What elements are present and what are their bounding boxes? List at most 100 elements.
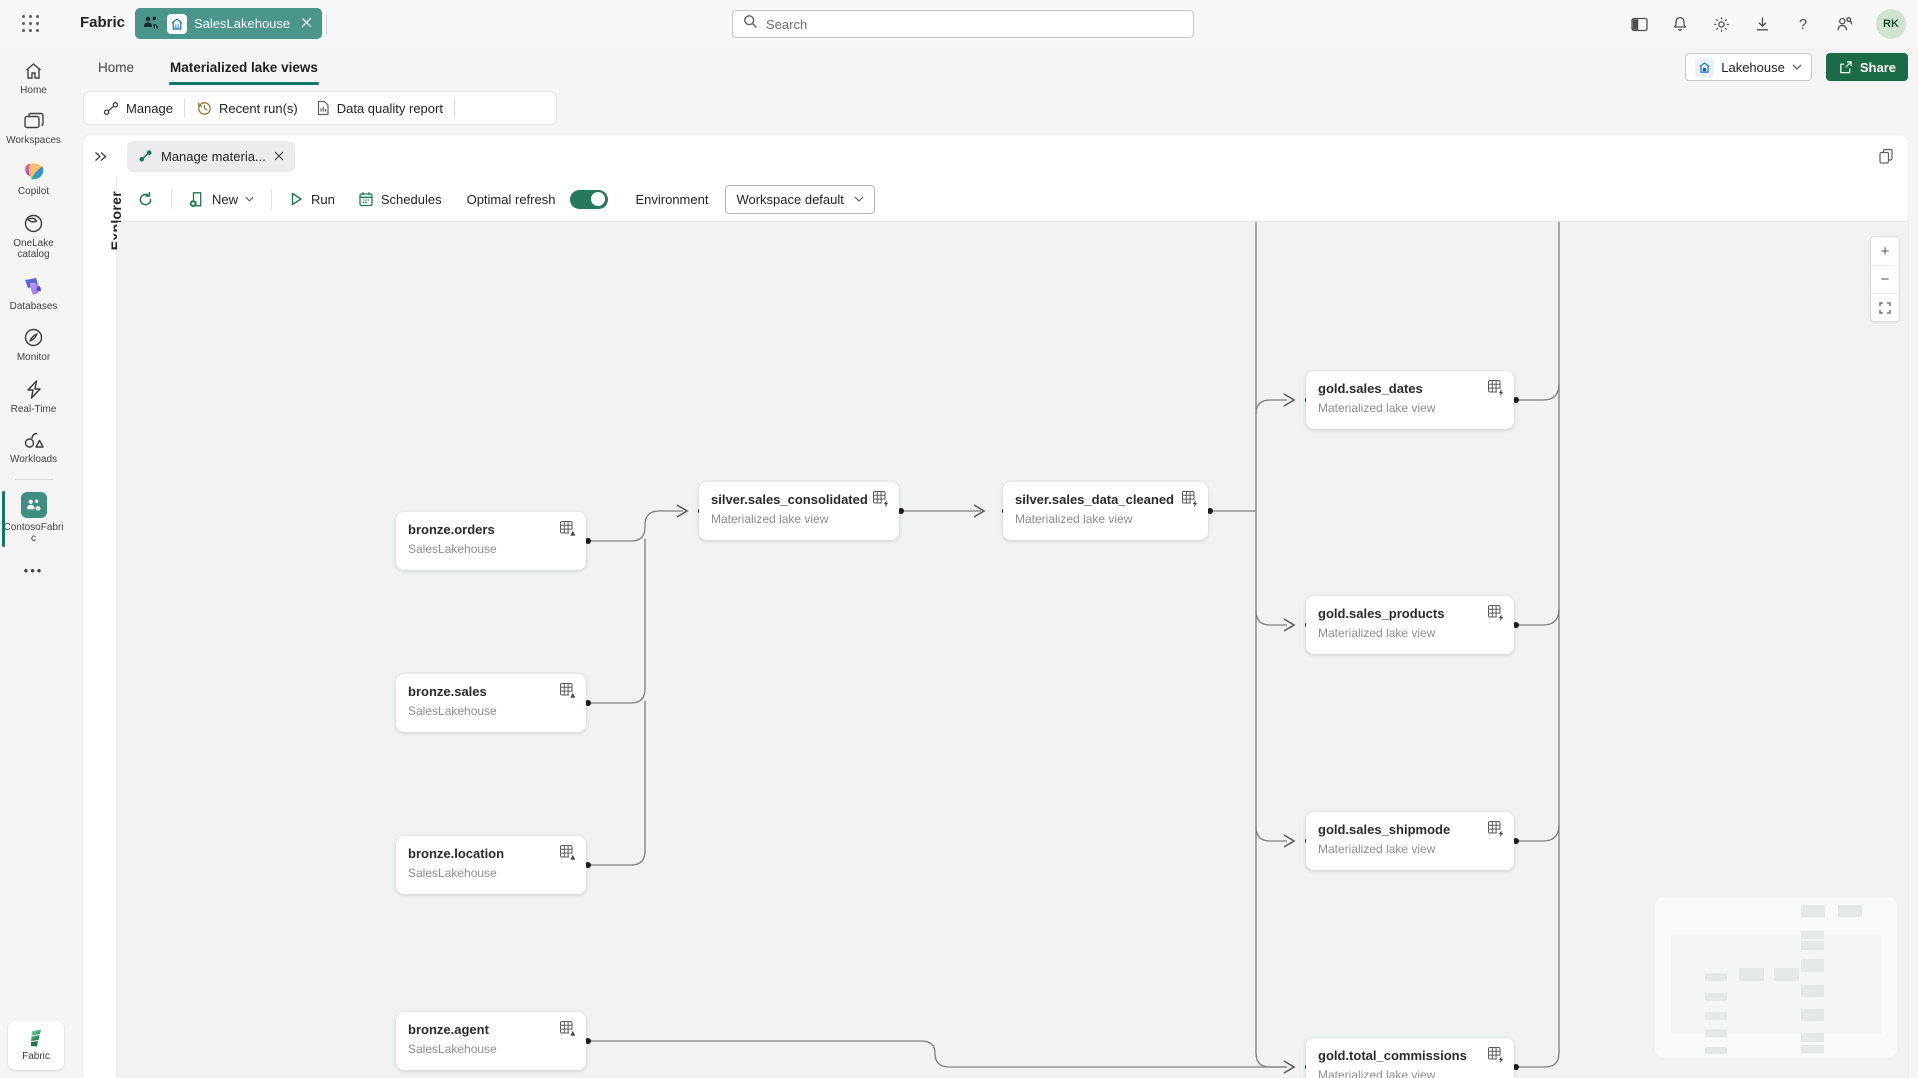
doc-tab-label: Manage materia... xyxy=(161,148,266,164)
play-icon xyxy=(291,192,302,206)
help-icon[interactable]: ? xyxy=(1798,15,1808,33)
lineage-node-gold-total-commissions[interactable]: gold.total_commissions Materialized lake… xyxy=(1306,1038,1514,1078)
explorer-collapsed-panel[interactable]: Explorer xyxy=(83,177,124,1078)
lineage-node-silver-sales-data-cleaned[interactable]: silver.sales_data_cleaned Materialized l… xyxy=(1003,482,1208,540)
lineage-icon xyxy=(139,150,152,162)
lineage-node-bronze-location[interactable]: bronze.location SalesLakehouse xyxy=(396,836,586,894)
sidebar-fabric-footer[interactable]: Fabric xyxy=(8,1020,64,1070)
sidebar-item-home[interactable]: Home xyxy=(0,54,67,105)
minimap-node-block xyxy=(1801,905,1825,917)
sidebar-item-workloads[interactable]: Workloads xyxy=(0,423,67,474)
global-search[interactable] xyxy=(732,10,1194,38)
tab-home[interactable]: Home xyxy=(98,59,135,75)
delta-table-icon xyxy=(559,682,577,705)
copilot-icon xyxy=(24,163,43,180)
new-button[interactable]: New xyxy=(189,191,254,208)
sidebar-item-monitor[interactable]: Monitor xyxy=(0,320,67,372)
fit-to-screen-button[interactable] xyxy=(1871,293,1899,321)
item-type-dropdown[interactable]: Lakehouse xyxy=(1685,53,1812,81)
minimap-node-block xyxy=(1801,1009,1824,1021)
workspace-tab-saleslakehouse[interactable]: 1 SalesLakehouse xyxy=(135,8,323,39)
minimap[interactable] xyxy=(1655,897,1897,1058)
document-tab-row: Manage materia... xyxy=(83,135,1908,177)
close-tab-icon[interactable] xyxy=(301,16,312,31)
materialized-view-icon xyxy=(1487,820,1505,843)
materialized-view-icon xyxy=(1487,379,1505,402)
lineage-node-bronze-orders[interactable]: bronze.orders SalesLakehouse xyxy=(396,512,586,570)
lineage-node-bronze-agent[interactable]: bronze.agent SalesLakehouse xyxy=(396,1012,586,1070)
top-bar: Fabric 1 SalesLakehouse xyxy=(0,0,1918,48)
search-input[interactable] xyxy=(766,16,1183,32)
sidebar-item-workspaces[interactable]: Workspaces xyxy=(0,105,67,155)
user-avatar[interactable]: RK xyxy=(1876,9,1906,39)
chevron-down-icon xyxy=(1792,64,1802,70)
sidebar-item-databases[interactable]: Databases xyxy=(0,269,67,321)
zoom-in-button[interactable]: + xyxy=(1880,242,1890,260)
home-icon xyxy=(26,63,41,79)
refresh-button[interactable] xyxy=(137,191,154,208)
new-label: New xyxy=(212,191,239,207)
lineage-node-gold-sales-shipmode[interactable]: gold.sales_shipmode Materialized lake vi… xyxy=(1306,812,1514,870)
databases-icon xyxy=(25,277,41,295)
tab-materialized-lake-views[interactable]: Materialized lake views xyxy=(169,59,319,85)
lakehouse-icon xyxy=(1695,57,1715,77)
copy-pages-icon[interactable] xyxy=(1878,148,1894,164)
fabric-logo-icon xyxy=(31,1029,41,1047)
settings-gear-icon[interactable] xyxy=(1712,15,1730,33)
zoom-out-button[interactable]: − xyxy=(1871,265,1899,293)
sidebar-item-copilot[interactable]: Copilot xyxy=(0,154,67,206)
toolbar-divider xyxy=(171,189,172,209)
people-icon: 1 xyxy=(143,15,160,33)
toolbar-divider xyxy=(271,189,273,209)
nav-bar: Home Materialized lake views Lakehouse S… xyxy=(0,48,1918,86)
schedules-button[interactable]: Schedules xyxy=(358,191,442,207)
sidebar-item-contosofabric[interactable]: 1 ContosoFabric xyxy=(0,485,67,553)
share-icon xyxy=(1840,61,1852,74)
lineage-node-bronze-sales[interactable]: bronze.sales SalesLakehouse xyxy=(396,674,586,732)
fabric-brand[interactable]: Fabric xyxy=(80,14,126,31)
app-launcher-icon[interactable] xyxy=(22,15,40,33)
materialized-view-icon xyxy=(1181,490,1199,513)
manage-button[interactable]: Manage xyxy=(94,92,182,124)
minimap-node-block xyxy=(1801,931,1824,939)
delta-table-icon xyxy=(559,844,577,867)
side-panel-toggle-icon[interactable] xyxy=(1630,15,1648,33)
lineage-node-gold-sales-products[interactable]: gold.sales_products Materialized lake vi… xyxy=(1306,596,1514,654)
ribbon-toolbar: Manage Recent run(s) Data quality report xyxy=(83,91,557,125)
sidebar-item-onelake-catalog[interactable]: OneLake catalog xyxy=(0,206,67,269)
lineage-node-gold-sales-dates[interactable]: gold.sales_dates Materialized lake view xyxy=(1306,371,1514,429)
schedules-label: Schedules xyxy=(380,191,442,207)
minimap-node-block xyxy=(1705,1012,1727,1020)
monitor-icon xyxy=(24,328,43,347)
environment-value: Workspace default xyxy=(736,191,844,207)
delta-table-icon xyxy=(559,1020,577,1043)
close-doc-tab-icon[interactable] xyxy=(274,151,284,161)
environment-dropdown[interactable]: Workspace default xyxy=(725,184,876,214)
share-button[interactable]: Share xyxy=(1825,53,1908,81)
optimal-refresh-label: Optimal refresh xyxy=(466,191,556,207)
expand-explorer-button[interactable] xyxy=(83,149,117,164)
optimal-refresh-toggle[interactable] xyxy=(570,189,609,209)
minimap-node-block xyxy=(1705,973,1727,981)
lineage-canvas[interactable]: bronze.orders SalesLakehouse bronze.sale… xyxy=(117,222,1908,1078)
real-time-icon xyxy=(26,379,41,399)
download-icon[interactable] xyxy=(1753,15,1771,33)
materialized-view-icon xyxy=(872,490,890,513)
data-quality-report-button[interactable]: Data quality report xyxy=(307,92,452,124)
sidebar-more-icon[interactable]: ••• xyxy=(23,562,44,578)
notifications-bell-icon[interactable] xyxy=(1671,15,1689,33)
minimap-node-block xyxy=(1801,1033,1824,1042)
sidebar-item-real-time[interactable]: Real-Time xyxy=(0,372,67,424)
run-button[interactable]: Run xyxy=(289,191,335,207)
share-label: Share xyxy=(1859,59,1896,75)
chevron-down-icon xyxy=(855,196,864,202)
environment-label: Environment xyxy=(635,191,709,207)
doc-tab-manage-materialized[interactable]: Manage materia... xyxy=(127,140,295,172)
feedback-icon[interactable] xyxy=(1835,15,1853,33)
svg-text:1: 1 xyxy=(36,506,39,511)
recent-runs-label: Recent run(s) xyxy=(218,100,298,116)
recent-runs-button[interactable]: Recent run(s) xyxy=(187,92,307,124)
main-panel: Manage materia... Explorer New xyxy=(83,135,1908,1078)
lineage-node-silver-sales-consolidated[interactable]: silver.sales_consolidated Materialized l… xyxy=(699,482,899,540)
double-chevron-right-icon xyxy=(94,151,107,161)
